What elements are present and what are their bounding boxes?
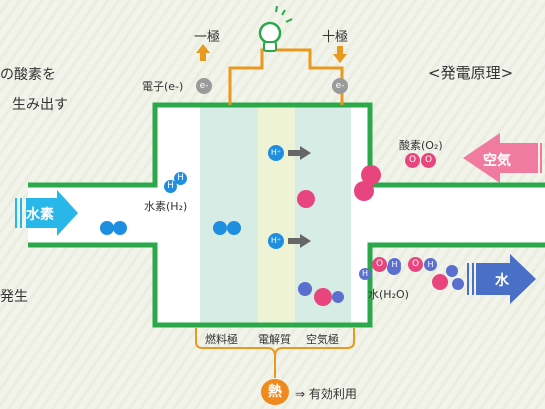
anode-label: 燃料極 bbox=[205, 333, 238, 346]
water-output-label: 水 bbox=[495, 273, 509, 289]
cell-frame-bottom bbox=[28, 242, 545, 328]
diagram-title: <発電原理> bbox=[428, 64, 514, 82]
bulb-icon bbox=[258, 5, 293, 52]
oxygen-atom: O bbox=[421, 153, 436, 168]
water-hydrogen-atom: H bbox=[359, 268, 371, 280]
heat-use-label: ⇒ 有効利用 bbox=[295, 387, 357, 401]
hydrogen-input-arrow-icon bbox=[15, 190, 78, 236]
proton-arrow-icon bbox=[288, 146, 311, 160]
electrolyte-label: 電解質 bbox=[258, 333, 291, 346]
oxygen-molecule bbox=[354, 165, 381, 201]
water-oxygen-atom: O bbox=[372, 257, 387, 272]
electron-label: 電子(e-) bbox=[142, 80, 184, 93]
water-output-arrow-icon bbox=[467, 254, 536, 304]
air-input-arrow-icon bbox=[463, 133, 542, 183]
water-oxygen-atom: O bbox=[408, 257, 423, 272]
heat-badge: 熱 bbox=[261, 379, 289, 405]
electron-badge-right: e- bbox=[332, 78, 348, 94]
oxygen-atom: O bbox=[405, 153, 420, 168]
intro-text-line1: の酸素を bbox=[0, 67, 56, 83]
electrolyte-layer bbox=[258, 107, 295, 323]
hydrogen-atom: H bbox=[174, 172, 187, 185]
proton-arrow-icon bbox=[288, 234, 311, 248]
hydrogen-molecule bbox=[213, 221, 241, 235]
air-input-label: 空気 bbox=[483, 153, 511, 169]
hydrogen-atom: H bbox=[164, 180, 177, 193]
water-label: 水(H₂O) bbox=[368, 288, 409, 301]
water-hydrogen-atom: H bbox=[388, 258, 401, 271]
hydrogen-molecule bbox=[100, 221, 127, 235]
hydrogen-label: 水素(H₂) bbox=[144, 200, 188, 213]
electron-arrow-up-icon bbox=[196, 44, 210, 61]
proton-badge: H⁺ bbox=[268, 145, 284, 161]
negative-electrode-label: 一極 bbox=[194, 30, 221, 45]
anode-layer bbox=[200, 107, 258, 323]
oxygen-label: 酸素(O₂) bbox=[399, 139, 443, 152]
intro-text-line2: 生み出す bbox=[12, 97, 68, 113]
cell-frame-top bbox=[28, 102, 545, 188]
electron-badge-left: e- bbox=[196, 78, 212, 94]
water-hydrogen-atom: H bbox=[424, 258, 437, 271]
positive-electrode-label: 十極 bbox=[322, 30, 349, 45]
circuit-wire bbox=[228, 48, 344, 105]
oxygen-atom bbox=[297, 190, 315, 208]
intro-text-line3: 発生 bbox=[0, 289, 28, 305]
electron-arrow-down-icon bbox=[333, 46, 347, 63]
hydrogen-input-label: 水素 bbox=[26, 207, 54, 223]
proton-badge: H⁺ bbox=[268, 233, 284, 249]
oxygen-molecule bbox=[298, 282, 344, 306]
cathode-label: 空気極 bbox=[306, 333, 339, 346]
